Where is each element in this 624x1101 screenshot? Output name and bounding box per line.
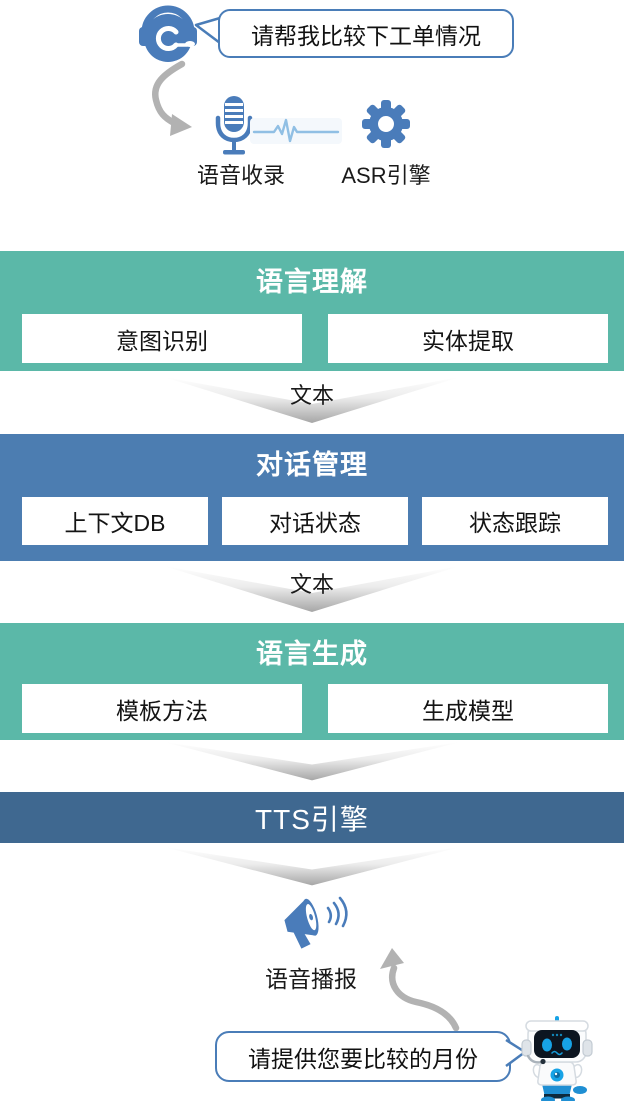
connector-nlu-dm-label-text: 文本 xyxy=(289,383,334,408)
megaphone-icon xyxy=(284,896,348,949)
broadcast-label: 语音播报 xyxy=(248,960,374,994)
connector-dm-nlg-label: 文本 xyxy=(0,567,624,599)
nlu-item-intent: 意图识别 xyxy=(22,314,302,363)
mic-stage-label: 语音收录 xyxy=(178,158,304,190)
dm-item-dialog-state-text: 对话状态 xyxy=(269,510,361,536)
user-bubble-text: 请帮我比较下工单情况 xyxy=(251,22,481,49)
waveform-icon xyxy=(250,118,342,144)
asr-stage-label: ASR引擎 xyxy=(324,158,448,190)
asr-stage-label-text: ASR引擎 xyxy=(341,163,431,188)
gear-icon xyxy=(362,100,410,148)
nlu-item-entity-text: 实体提取 xyxy=(422,327,514,354)
chevron-down-icon xyxy=(164,377,460,423)
chevron-down-icon xyxy=(164,847,460,886)
nlg-item-genmodel: 生成模型 xyxy=(328,684,608,733)
bot-speech-bubble: 请提供您要比较的月份 xyxy=(215,1031,511,1082)
dm-item-context-db-text: 上下文DB xyxy=(64,510,166,536)
nlg-title: 语言生成 xyxy=(256,639,368,669)
tts-block: TTS引擎 xyxy=(0,792,624,843)
tts-title: TTS引擎 xyxy=(255,803,369,835)
dm-title: 对话管理 xyxy=(256,450,368,480)
broadcast-label-text: 语音播报 xyxy=(265,966,357,992)
connector-dm-nlg-label-text: 文本 xyxy=(289,572,334,597)
nlg-block: 语言生成 模板方法 生成模型 xyxy=(0,623,624,740)
dm-item-state-tracking: 状态跟踪 xyxy=(422,497,608,545)
user-bubble-tail xyxy=(194,16,221,44)
nlg-item-genmodel-text: 生成模型 xyxy=(422,697,514,724)
chevron-down-icon xyxy=(164,566,460,612)
microphone-icon xyxy=(215,96,253,155)
dm-item-dialog-state: 对话状态 xyxy=(222,497,408,545)
curved-arrow-down-icon xyxy=(152,60,192,136)
dm-item-state-tracking-text: 状态跟踪 xyxy=(469,510,561,536)
bot-bubble-text: 请提供您要比较的月份 xyxy=(248,1045,478,1072)
dm-item-context-db: 上下文DB xyxy=(22,497,208,545)
nlu-title: 语言理解 xyxy=(256,267,368,297)
nlu-block: 语言理解 意图识别 实体提取 xyxy=(0,251,624,371)
nlu-item-intent-text: 意图识别 xyxy=(116,327,208,354)
nlg-item-template: 模板方法 xyxy=(22,684,302,733)
connector-nlu-dm-label: 文本 xyxy=(0,378,624,410)
nlg-item-template-text: 模板方法 xyxy=(116,697,208,724)
mic-stage-label-text: 语音收录 xyxy=(196,163,285,188)
dm-block: 对话管理 上下文DB 对话状态 状态跟踪 xyxy=(0,434,624,561)
nlu-item-entity: 实体提取 xyxy=(328,314,608,363)
robot-icon xyxy=(521,1016,593,1101)
chevron-down-icon xyxy=(164,742,460,781)
curved-arrow-up-icon xyxy=(380,948,460,1032)
user-speech-bubble: 请帮我比较下工单情况 xyxy=(218,9,514,58)
headset-agent-icon xyxy=(139,5,197,62)
